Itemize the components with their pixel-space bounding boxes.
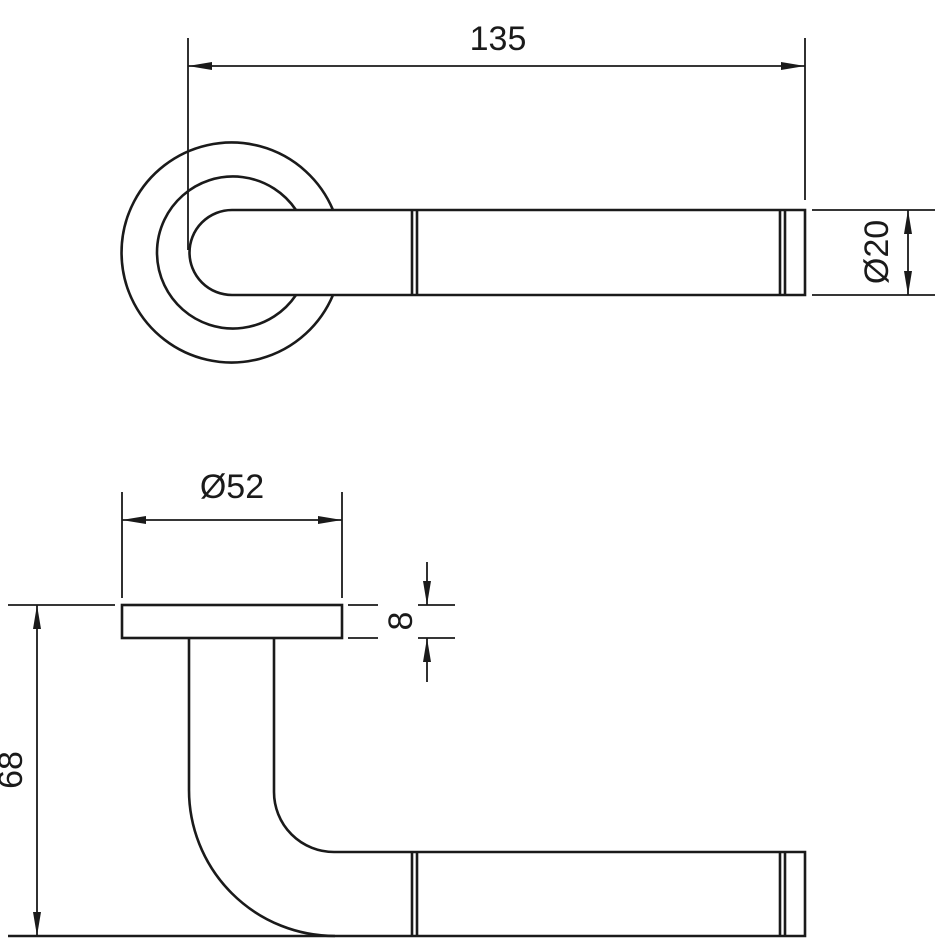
dimension-rosette-thickness: 8 — [348, 562, 455, 682]
rosette-inner — [155, 175, 298, 330]
top-view — [120, 141, 807, 364]
dimension-rosette-diameter: Ø52 — [121, 468, 343, 598]
dimension-projection: 68 — [0, 604, 115, 936]
dimension-handle-diameter: Ø20 — [812, 209, 935, 296]
rosette-side — [120, 603, 344, 640]
dimension-projection-label: 68 — [0, 751, 30, 789]
dimension-length-label: 135 — [470, 20, 527, 58]
dimension-rosette-diameter-label: Ø52 — [200, 468, 264, 506]
dimension-handle-diameter-label: Ø20 — [858, 220, 896, 284]
stem-inner-and-bar — [8, 638, 807, 938]
dimension-length: 135 — [187, 20, 806, 250]
dimension-rosette-thickness-label: 8 — [382, 612, 420, 631]
side-view — [8, 603, 807, 938]
handle-outline — [188, 208, 807, 297]
rosette-outer — [120, 141, 335, 364]
stem-outer — [187, 638, 336, 938]
